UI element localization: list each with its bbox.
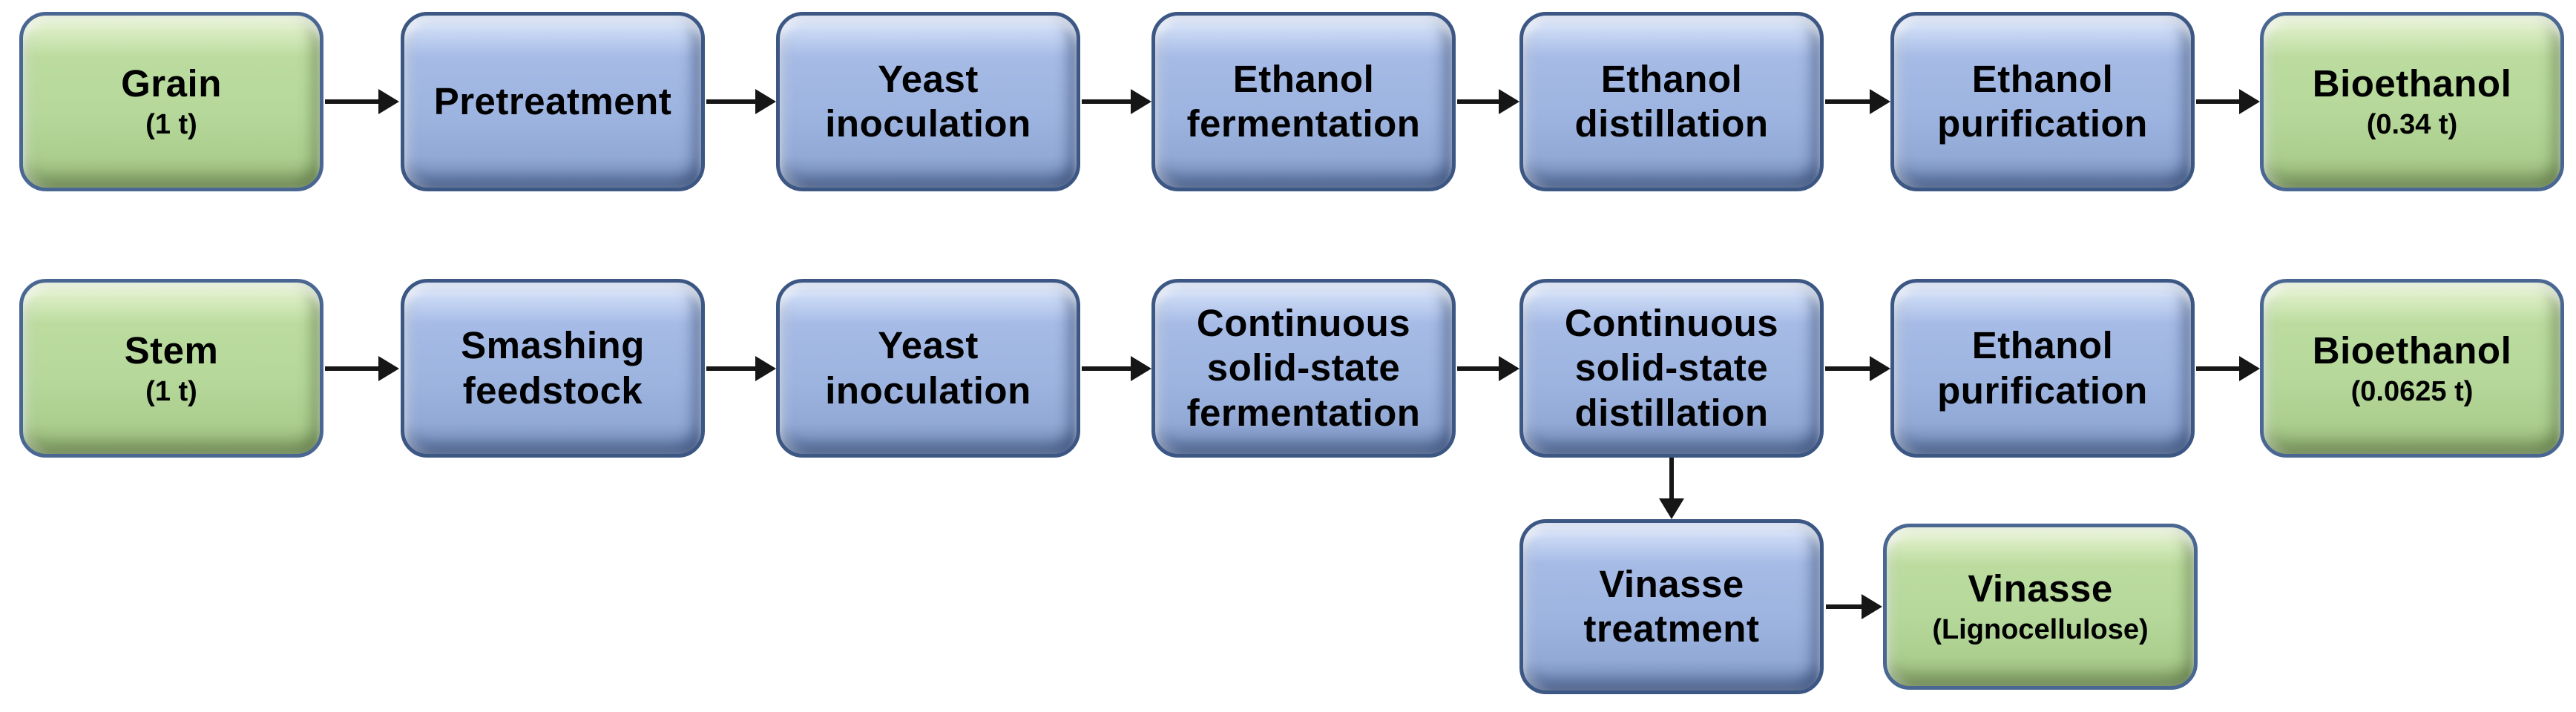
node-label: Ethanol distillation — [1574, 57, 1769, 145]
node-label: Grain — [121, 62, 222, 105]
node-label: Continuous solid-state fermentation — [1186, 302, 1421, 434]
node-label: Yeast inoculation — [825, 57, 1031, 145]
node-sublabel: (Lignocellulose) — [1932, 614, 2149, 646]
node-label: Ethanol purification — [1937, 324, 2148, 412]
node-label: Bioethanol — [2312, 329, 2512, 372]
arrow-smashing-to-yeast-inoculation — [706, 366, 755, 371]
arrow-vinasse-treatment-to-vinasse — [1826, 604, 1862, 609]
arrow-ethanol-distillation-to-purification — [1825, 99, 1870, 104]
node-pretreatment: Pretreatment — [401, 12, 705, 191]
node-vinasse-lignocellulose: Vinasse (Lignocellulose) — [1883, 524, 2198, 690]
node-ethanol-purification-grain: Ethanol purification — [1890, 12, 2195, 191]
arrow-purification-to-bioethanol-stem — [2196, 366, 2239, 371]
node-label: Vinasse treatment — [1583, 562, 1760, 650]
node-label: Stem — [124, 329, 219, 372]
node-label: Smashing feedstock — [461, 324, 645, 412]
node-sublabel: (1 t) — [145, 109, 197, 141]
arrow-solid-state-distillation-to-purification — [1825, 366, 1870, 371]
node-label: Vinasse — [1968, 567, 2113, 610]
arrow-pretreatment-to-yeast-inoculation — [706, 99, 755, 104]
node-sublabel: (0.0625 t) — [2350, 375, 2474, 407]
node-label: Bioethanol — [2312, 62, 2512, 105]
arrow-yeast-inoculation-to-ethanol-fermentation — [1082, 99, 1131, 104]
arrow-distillation-down-to-vinasse-treatment — [1669, 458, 1674, 498]
node-label: Ethanol purification — [1937, 57, 2148, 145]
arrow-purification-to-bioethanol-grain — [2196, 99, 2239, 104]
node-sublabel: (0.34 t) — [2366, 109, 2458, 141]
arrow-solid-state-fermentation-to-distillation — [1457, 366, 1499, 371]
arrow-stem-to-smashing — [325, 366, 378, 371]
node-yeast-inoculation-grain: Yeast inoculation — [776, 12, 1080, 191]
node-smashing-feedstock: Smashing feedstock — [401, 279, 705, 458]
node-vinasse-treatment: Vinasse treatment — [1519, 519, 1824, 694]
node-continuous-solid-state-fermentation: Continuous solid-state fermentation — [1151, 279, 1456, 458]
node-grain: Grain (1 t) — [19, 12, 323, 191]
node-ethanol-purification-stem: Ethanol purification — [1890, 279, 2195, 458]
node-stem: Stem (1 t) — [19, 279, 323, 458]
node-label: Yeast inoculation — [825, 324, 1031, 412]
node-ethanol-fermentation: Ethanol fermentation — [1151, 12, 1456, 191]
node-yeast-inoculation-stem: Yeast inoculation — [776, 279, 1080, 458]
node-bioethanol-grain: Bioethanol (0.34 t) — [2260, 12, 2564, 191]
node-label: Continuous solid-state distillation — [1564, 302, 1779, 434]
node-bioethanol-stem: Bioethanol (0.0625 t) — [2260, 279, 2564, 458]
node-sublabel: (1 t) — [145, 375, 197, 407]
arrow-yeast-inoculation-to-solid-state-fermentation — [1082, 366, 1131, 371]
arrow-ethanol-fermentation-to-distillation — [1457, 99, 1499, 104]
node-label: Ethanol fermentation — [1186, 57, 1421, 145]
node-continuous-solid-state-distillation: Continuous solid-state distillation — [1519, 279, 1824, 458]
arrow-grain-to-pretreatment — [325, 99, 378, 104]
node-label: Pretreatment — [433, 79, 672, 122]
node-ethanol-distillation: Ethanol distillation — [1519, 12, 1824, 191]
